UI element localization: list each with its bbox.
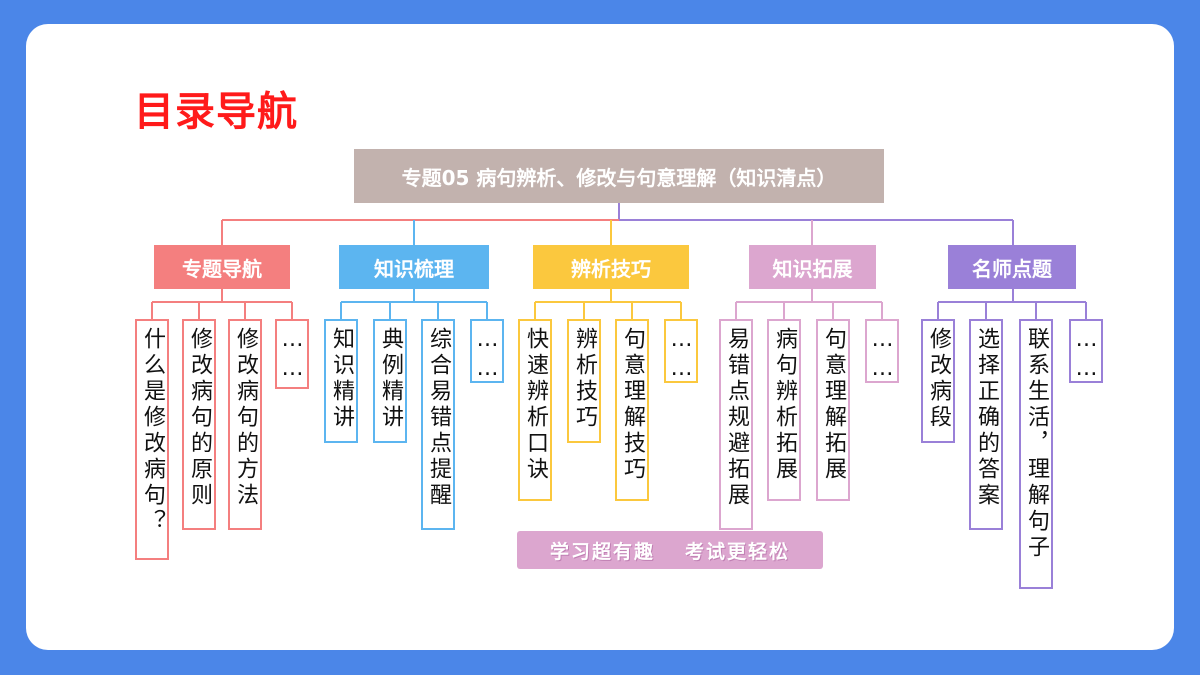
leaf-box: 句意理解拓展	[816, 319, 850, 501]
slogan-left: 学习超有趣	[549, 540, 655, 563]
leaf-box: 修改病句的原则	[182, 319, 216, 530]
leaf-box: 联系生活，理解句子	[1019, 319, 1053, 589]
leaf-connectors	[151, 289, 1087, 319]
category-box: 专题导航	[154, 245, 290, 289]
root-topic-box: 专题05 病句辨析、修改与句意理解（知识清点）	[354, 149, 884, 203]
category-box: 知识梳理	[339, 245, 489, 289]
leaf-box: 知识精讲	[324, 319, 358, 443]
page-title: 目录导航	[134, 88, 298, 135]
leaf-box: 综合易错点提醒	[421, 319, 455, 530]
category-box: 辨析技巧	[533, 245, 689, 289]
leaf-box: 句意理解技巧	[615, 319, 649, 501]
leaf-box: ……	[1069, 319, 1103, 385]
category-box: 名师点题	[948, 245, 1076, 289]
leaf-box: ……	[470, 319, 504, 385]
leaf-box: ……	[664, 319, 698, 385]
leaf-box: 病句辨析拓展	[767, 319, 801, 501]
leaf-box: 选择正确的答案	[969, 319, 1003, 530]
category-box: 知识拓展	[749, 245, 876, 289]
leaf-box: 易错点规避拓展	[719, 319, 753, 530]
leaf-box: 典例精讲	[373, 319, 407, 443]
slogan-banner: 学习超有趣 考试更轻松	[517, 531, 823, 569]
leaf-box: 辨析技巧	[567, 319, 601, 443]
leaf-box: 修改病段	[921, 319, 955, 443]
leaf-box: 快速辨析口诀	[518, 319, 552, 501]
leaf-box: 什么是修改病句？	[135, 319, 169, 560]
leaf-box: 修改病句的方法	[228, 319, 262, 530]
root-connectors	[221, 203, 1014, 245]
leaf-box: ……	[865, 319, 899, 385]
slogan-right: 考试更轻松	[685, 540, 791, 563]
leaf-box: ……	[275, 319, 309, 389]
